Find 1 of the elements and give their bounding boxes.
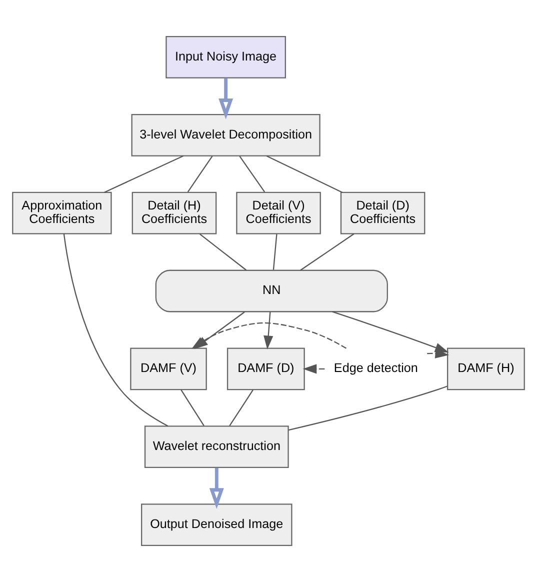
node-text: Edge detection xyxy=(334,360,418,375)
